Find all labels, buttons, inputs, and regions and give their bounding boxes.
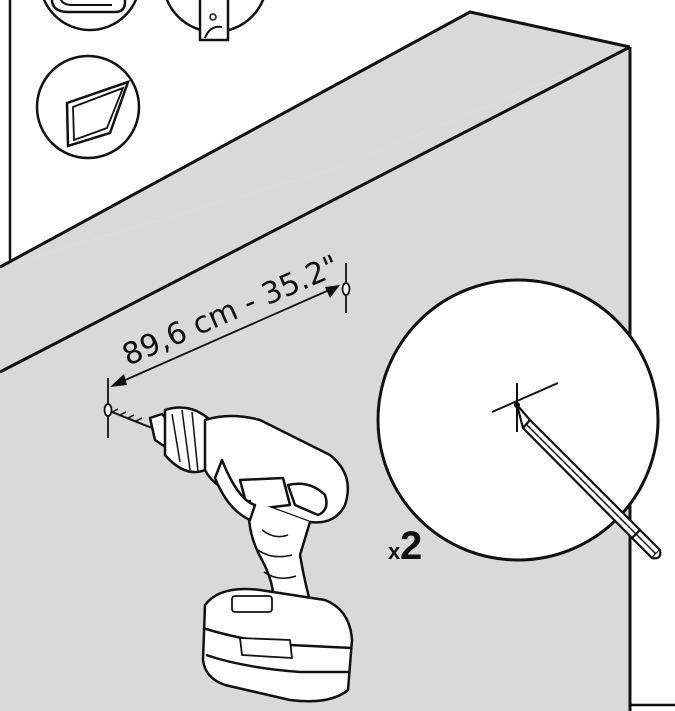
- wall-bracket-icon: [42, 0, 138, 32]
- pencil-icon: [515, 403, 662, 560]
- mirror-frame-icon: [35, 54, 141, 160]
- drill-hole-right: [341, 282, 351, 296]
- wall-top: [0, 12, 630, 267]
- drill-hole-left: [103, 403, 113, 417]
- wall-plate-icon: [165, 0, 265, 42]
- quantity-value: 2: [400, 524, 422, 568]
- drill-icon: [111, 406, 354, 703]
- quantity-label: x 2: [388, 524, 422, 568]
- quantity-prefix: x: [388, 539, 401, 564]
